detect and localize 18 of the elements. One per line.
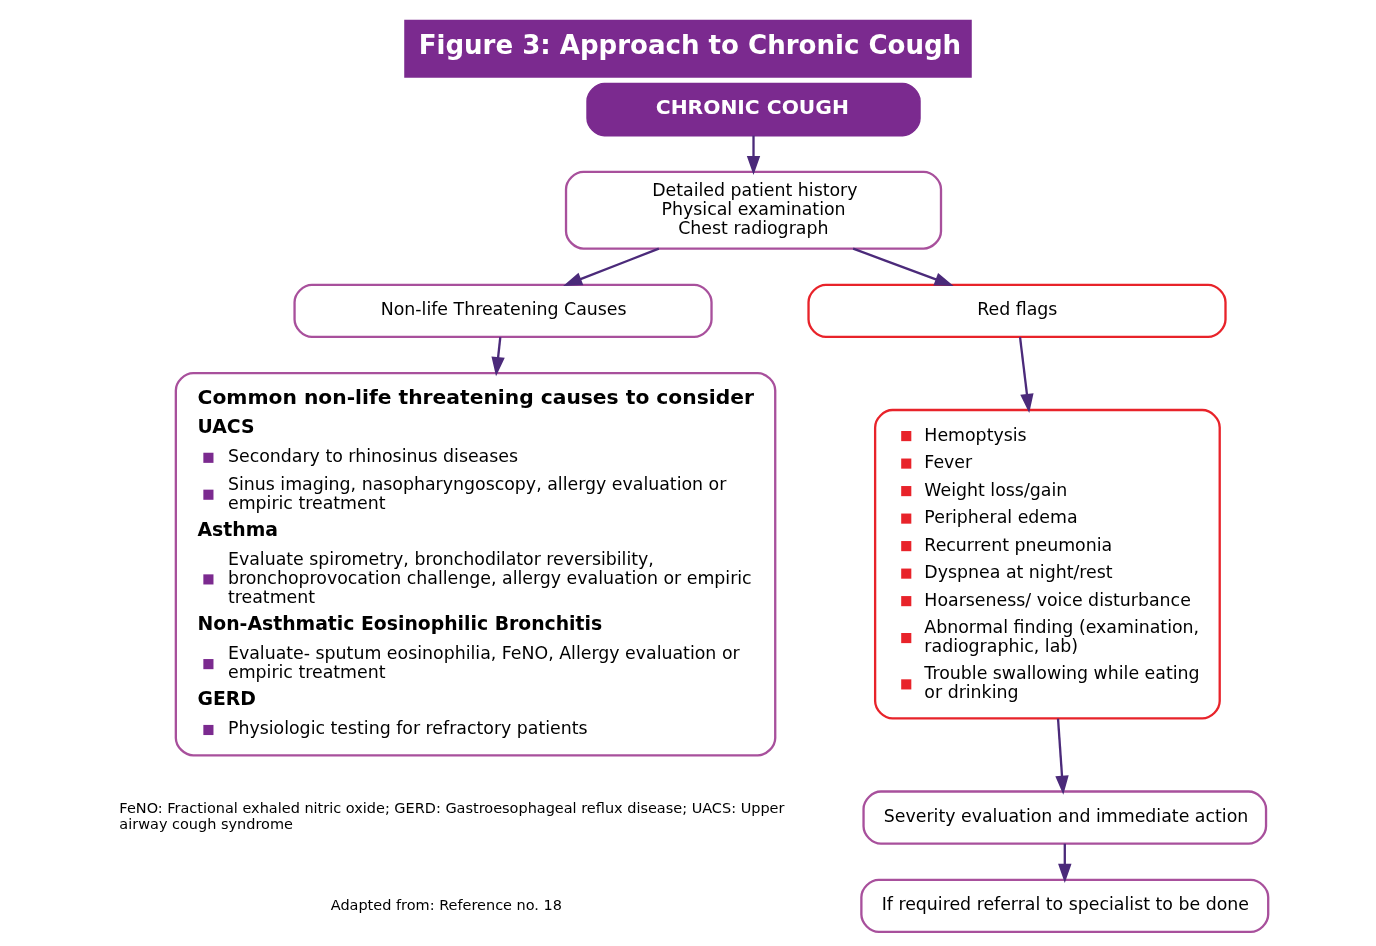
arrow [1055, 718, 1069, 795]
node-box: Detailed patient history Physical examination Chest radiograph [564, 170, 943, 250]
node-box: If required referral to specialist to be done [860, 878, 1270, 934]
arrow [1058, 843, 1072, 883]
label: Adapted from: Reference no. 18 [330, 896, 562, 913]
arrow [491, 337, 505, 377]
node-box: Non-life Threatening Causes [293, 283, 713, 339]
label: FeNO: Fractional exhaled nitric oxide; GERD: Gastroesophageal reflux disease; UACS: Upper airway cough syndrome [119, 800, 785, 833]
arrow [746, 135, 761, 176]
node-box: Common non-life threatening causes to consider UACS Secondary to rhinosinus diseases Sinus imaging, nasopharyngoscopy, allergy evaluation or empiric treatment Asthma Evaluate spirometry, bronchodilator reversibility, bronchoprovocation challenge, allergy evaluation or empiric treatment Non-Asthmatic Eosinophilic Bronchitis Evaluate- sputum eosinophilia, FeNO, Allergy evaluation or empiric treatment GERD Physiologic testing for refractory patients [174, 371, 777, 757]
node-box: Red flags [807, 283, 1227, 339]
node-box: CHRONIC COUGH [586, 82, 921, 137]
node-box: Severity evaluation and immediate action [862, 790, 1268, 845]
arrow [852, 247, 954, 286]
arrow [563, 247, 660, 286]
node-box: Hemoptysis Fever Weight loss/gain Peripheral edema Recurrent pneumonia Dyspnea at night/rest Hoarseness/ voice disturbance Abnormal finding (examination, radiographic, lab) Trouble swallowing while eating or drinking [873, 408, 1221, 720]
diagram-title: Figure 3: Approach to Chronic Cough [418, 29, 962, 60]
arrow [1018, 337, 1034, 413]
